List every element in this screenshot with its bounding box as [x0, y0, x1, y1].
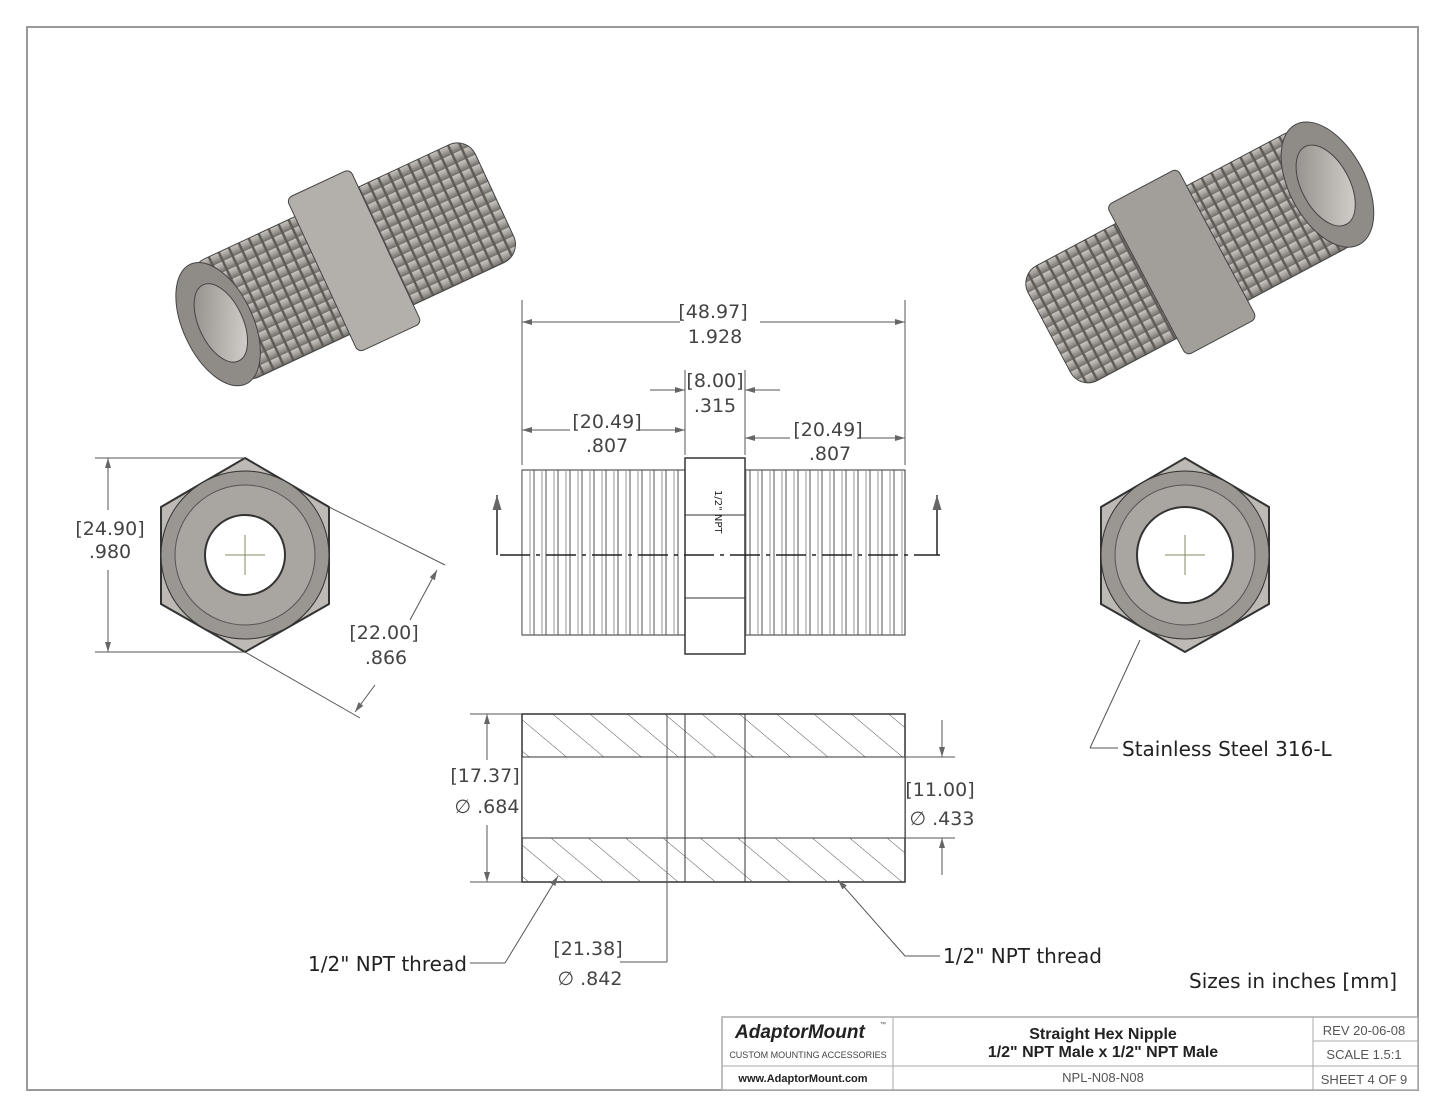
hex-marking: 1/2" NPT — [712, 490, 723, 534]
scale: SCALE 1.5:1 — [1326, 1047, 1401, 1062]
dim-hex-flats-mm: [22.00] — [349, 622, 418, 644]
drawing-subtitle: 1/2" NPT Male x 1/2" NPT Male — [988, 1044, 1218, 1061]
thread-callout-right: 1/2" NPT thread — [943, 944, 1102, 968]
dim-outer-dia-in: ∅ .684 — [455, 796, 520, 818]
dim-bore-dia-in: ∅ .433 — [910, 808, 975, 830]
dim-thread-left-in: .807 — [586, 435, 628, 457]
dim-hex-flats-in: .866 — [365, 647, 407, 669]
side-view: 1/2" NPT — [492, 457, 942, 655]
isometric-view-left — [175, 142, 516, 387]
dimension-lines — [95, 300, 1141, 964]
material-callout: Stainless Steel 316-L — [1122, 737, 1333, 761]
dim-overall-in: 1.928 — [688, 326, 742, 348]
drawing-title: Straight Hex Nipple — [1029, 1026, 1177, 1043]
website-link: www.AdaptorMount.com — [737, 1073, 867, 1085]
dim-thread-right-in: .807 — [809, 443, 851, 465]
brand-logo: AdaptorMount — [734, 1022, 865, 1043]
dim-outer-dia-mm: [17.37] — [450, 765, 519, 787]
dim-thread-right-mm: [20.49] — [793, 419, 862, 441]
dimension-labels: [48.97] 1.928 [8.00] .315 [20.49] .807 [… — [75, 301, 974, 990]
end-view-right — [1100, 456, 1270, 654]
brand-tagline: CUSTOM MOUNTING ACCESSORIES — [729, 1050, 886, 1060]
thread-callout-left: 1/2" NPT thread — [308, 952, 467, 976]
revision: REV 20-06-08 — [1323, 1023, 1405, 1038]
dim-thread-left-mm: [20.49] — [572, 411, 641, 433]
part-number: NPL-N08-N08 — [1062, 1070, 1144, 1085]
dim-hex-width-in: .315 — [694, 395, 736, 417]
units-note: Sizes in inches [mm] — [1189, 969, 1397, 993]
dim-overall-mm: [48.97] — [678, 301, 747, 323]
dim-thread-dia-in: ∅ .842 — [558, 968, 623, 990]
dim-bore-dia-mm: [11.00] — [905, 779, 974, 801]
trademark: ™ — [880, 1021, 886, 1028]
end-view-left — [160, 456, 330, 654]
dim-thread-dia-mm: [21.38] — [553, 938, 622, 960]
title-block: AdaptorMount ™ CUSTOM MOUNTING ACCESSORI… — [721, 1016, 1419, 1091]
sheet-number: SHEET 4 OF 9 — [1321, 1072, 1407, 1087]
section-view — [521, 713, 906, 883]
dim-hex-corners-in: .980 — [89, 541, 131, 563]
dim-hex-width-mm: [8.00] — [686, 370, 743, 392]
isometric-view-right — [1025, 121, 1375, 384]
dim-hex-corners-mm: [24.90] — [75, 518, 144, 540]
